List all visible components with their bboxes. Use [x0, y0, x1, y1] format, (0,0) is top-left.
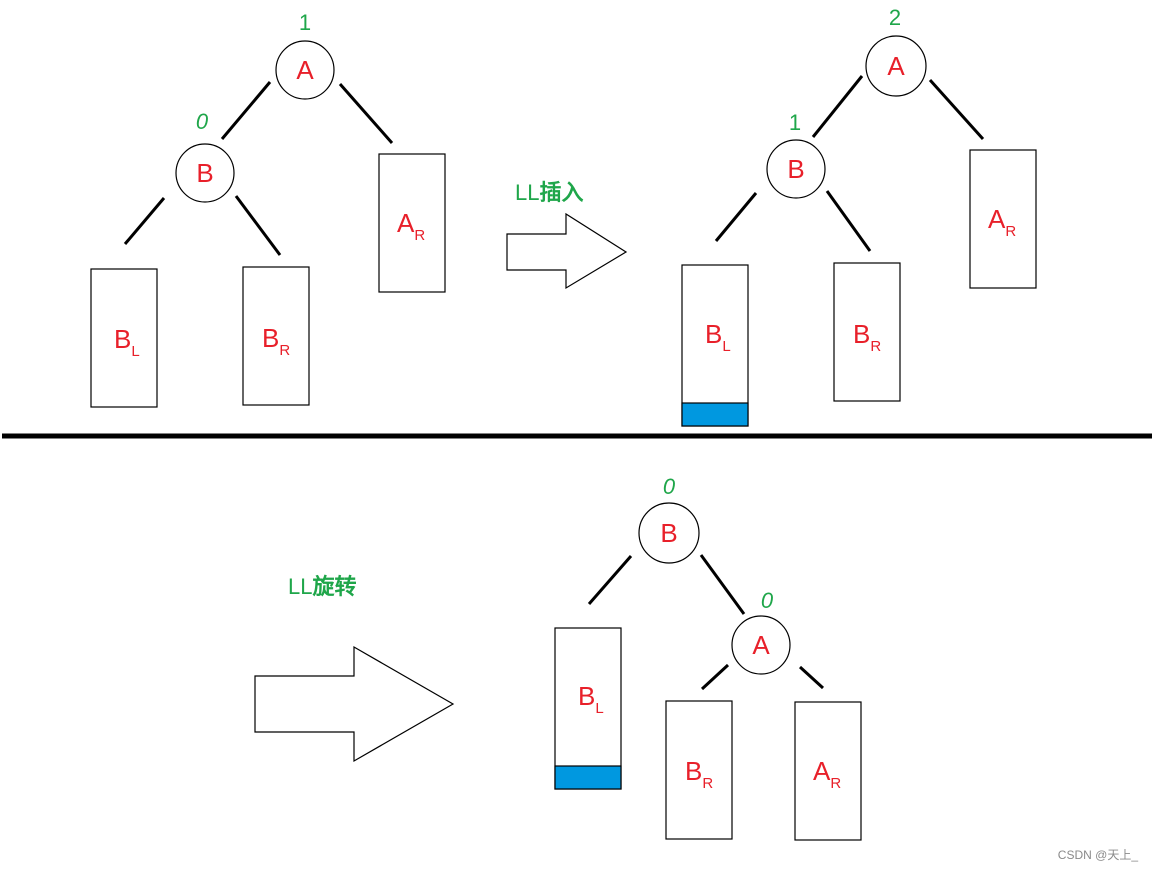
edge-b-bl [714, 192, 758, 242]
insert-arrow [506, 212, 628, 290]
subtree-bl [681, 264, 749, 427]
panel-after-rotation: B 0 A 0 BL BR AR [554, 474, 862, 841]
subtree-ar-label: AR [813, 756, 841, 792]
edge-a-b [220, 81, 272, 140]
edge-a-ar [338, 83, 394, 144]
operation-rotate: LL旋转 [254, 574, 455, 763]
node-a-balance: 1 [299, 10, 311, 35]
subtree-bl [554, 627, 622, 790]
rotate-arrow [254, 645, 455, 763]
node-b-label: B [787, 154, 804, 184]
edge-a-b [811, 75, 864, 138]
node-a-label: A [752, 630, 770, 660]
subtree-br [833, 262, 901, 402]
node-b-balance: 0 [196, 109, 209, 134]
node-a-label: A [887, 51, 905, 81]
node-b [638, 502, 700, 564]
insert-caption: LL插入 [515, 180, 584, 205]
subtree-ar [794, 701, 862, 841]
edge-a-ar [798, 665, 825, 690]
edge-b-br [234, 195, 282, 256]
node-b-label: B [196, 158, 213, 188]
edge-b-bl [587, 555, 633, 605]
subtree-br-label: BR [262, 323, 290, 359]
inserted-node-marker [554, 765, 622, 790]
node-a-balance: 0 [761, 588, 774, 613]
operation-insert: LL插入 [506, 180, 628, 290]
node-a [275, 40, 335, 100]
subtree-bl [90, 268, 158, 408]
subtree-br-label: BR [853, 319, 881, 355]
node-b [175, 143, 235, 203]
panel-before-insert: A 1 B 0 BL BR AR [90, 10, 446, 408]
edge-b-bl [123, 197, 166, 245]
subtree-br-label: BR [685, 756, 713, 792]
node-a-label: A [296, 55, 314, 85]
node-b-label: B [660, 518, 677, 548]
edge-a-ar [928, 78, 985, 141]
subtree-bl-label: BL [578, 681, 604, 717]
node-a-balance: 2 [889, 5, 901, 30]
node-b-balance: 1 [789, 110, 801, 135]
node-b [766, 139, 826, 199]
edge-a-br [700, 663, 730, 691]
panel-after-insert: A 2 B 1 BL BR AR [681, 5, 1037, 427]
subtree-ar-label: AR [397, 208, 425, 244]
subtree-br [242, 266, 310, 406]
subtree-ar [969, 149, 1037, 289]
subtree-ar [378, 153, 446, 293]
subtree-bl-label: BL [114, 324, 140, 360]
subtree-bl-label: BL [705, 319, 731, 355]
subtree-ar-label: AR [988, 204, 1016, 240]
watermark: CSDN @天上_ [1058, 848, 1139, 862]
node-b-balance: 0 [663, 474, 676, 499]
inserted-node-marker [681, 402, 749, 427]
edge-b-br [825, 190, 872, 252]
node-a [731, 615, 791, 675]
subtree-br [665, 700, 733, 840]
node-a [865, 35, 927, 97]
edge-b-a [699, 554, 746, 615]
rotate-caption: LL旋转 [288, 574, 357, 599]
